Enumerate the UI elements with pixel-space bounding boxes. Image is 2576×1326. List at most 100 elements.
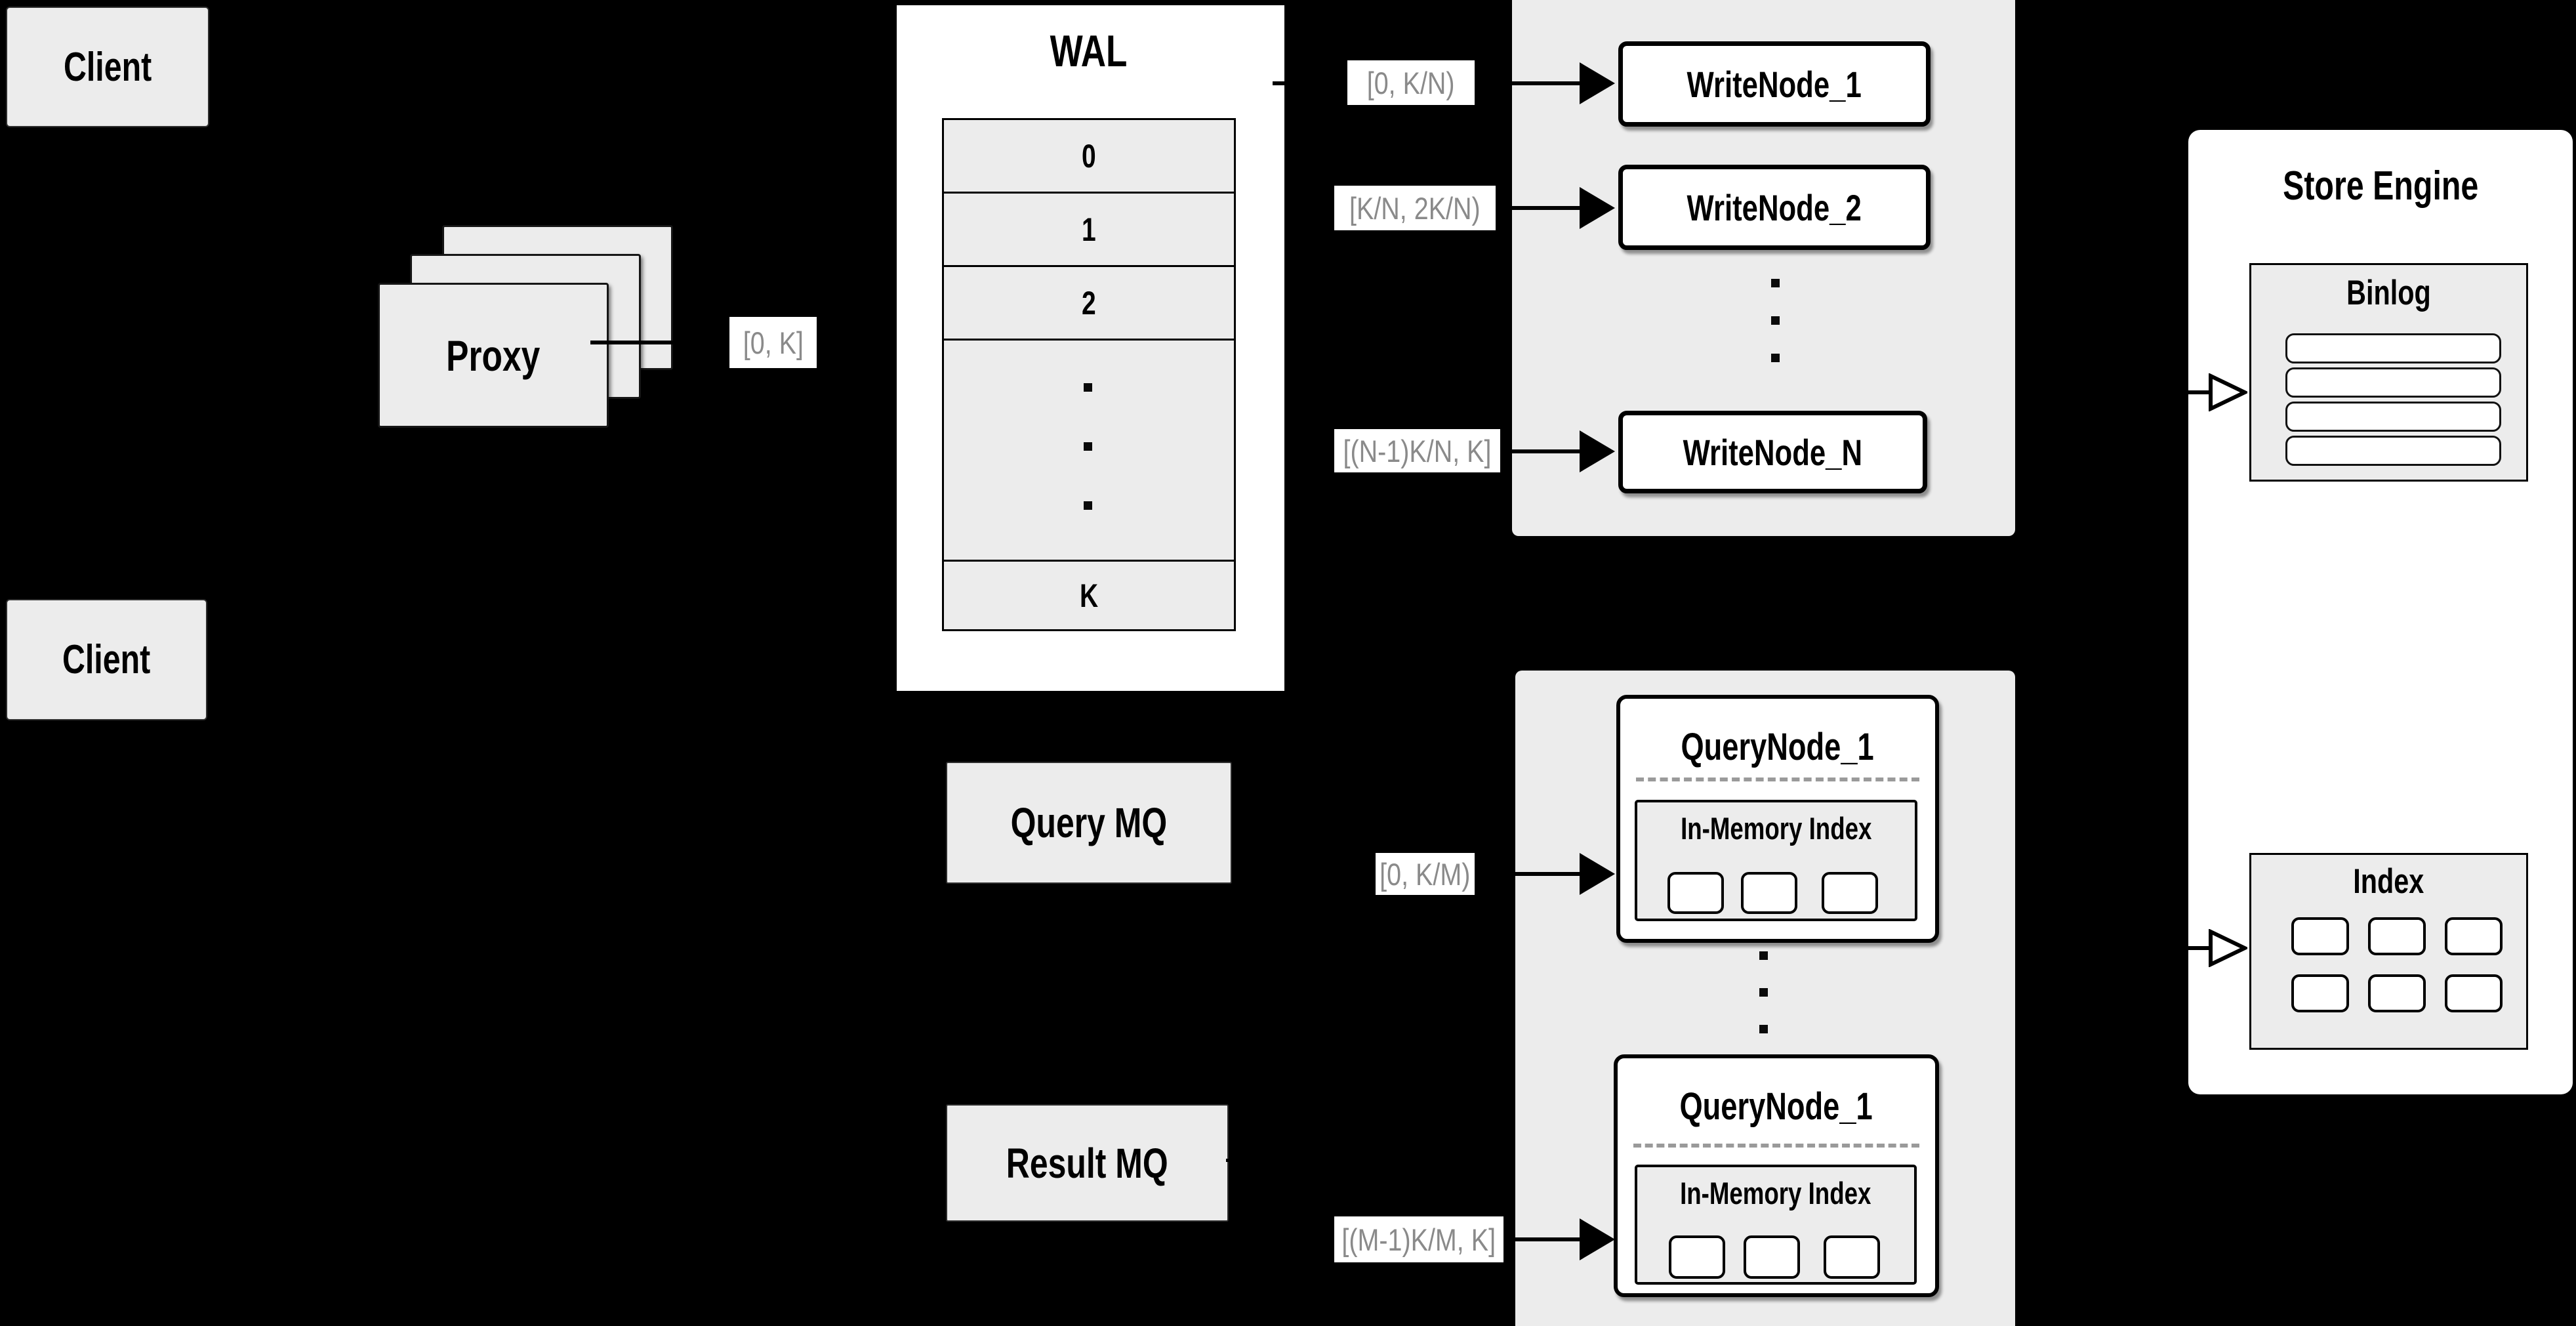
binlog-box: Binlog xyxy=(2249,263,2528,482)
querynode-top-title: QueryNode_1 xyxy=(1620,717,1935,776)
range-label-proxy-wal-text: [0, K] xyxy=(743,325,804,360)
index-chip xyxy=(2368,917,2426,955)
result-mq-arrow-stub xyxy=(1226,1159,1237,1162)
arrow-to-writenode-2-line xyxy=(1493,206,1582,210)
arrow-to-querynode-m-head xyxy=(1580,1218,1615,1260)
proxy-card-front: Proxy xyxy=(378,283,609,428)
arrow-to-binlog-head xyxy=(2209,373,2247,411)
wal-row-k-label: K xyxy=(1079,577,1099,614)
index-chip xyxy=(1824,1235,1880,1279)
result-mq-box: Result MQ xyxy=(946,1104,1229,1222)
query-mq-label: Query MQ xyxy=(1010,799,1168,846)
wal-row-0: 0 xyxy=(944,120,1234,194)
writenode-n-label: WriteNode_N xyxy=(1683,431,1863,473)
client-box-top: Client xyxy=(6,7,209,127)
store-engine-title: Store Engine xyxy=(2188,157,2573,214)
writenode-2-box: WriteNode_2 xyxy=(1618,165,1931,250)
in-memory-index-top-box: In-Memory Index xyxy=(1635,800,1917,921)
index-chip xyxy=(1822,872,1878,914)
binlog-row xyxy=(2285,367,2501,398)
wal-row-2: 2 xyxy=(944,267,1234,341)
in-memory-index-bottom-box: In-Memory Index xyxy=(1635,1165,1917,1285)
range-label-write-2: [K/N, 2K/N) xyxy=(1334,186,1496,230)
range-label-query-1-text: [0, K/M) xyxy=(1380,856,1471,892)
vertical-dots-icon xyxy=(1084,383,1092,392)
vertical-dots-icon xyxy=(1759,988,1768,997)
range-label-write-n-text: [(N-1)K/N, K] xyxy=(1343,433,1492,468)
querynode-bottom-title: QueryNode_1 xyxy=(1618,1077,1935,1136)
arrow-to-writenode-n-line xyxy=(1498,449,1582,453)
vertical-dots-icon xyxy=(1759,951,1768,960)
in-memory-index-top-title: In-Memory Index xyxy=(1637,808,1915,848)
wal-row-1: 1 xyxy=(944,194,1234,267)
index-title: Index xyxy=(2251,860,2526,902)
writenode-2-label: WriteNode_2 xyxy=(1687,186,1862,228)
store-engine-title-text: Store Engine xyxy=(2282,163,2479,209)
binlog-title: Binlog xyxy=(2251,272,2526,314)
index-chip xyxy=(2291,917,2349,955)
index-chip xyxy=(1669,1235,1725,1279)
writenode-1-box: WriteNode_1 xyxy=(1618,41,1931,127)
range-label-write-1-text: [0, K/N) xyxy=(1367,65,1455,100)
writenode-n-box: WriteNode_N xyxy=(1618,411,1927,493)
wal-row-0-label: 0 xyxy=(1082,137,1096,175)
binlog-row xyxy=(2285,402,2501,432)
index-chip xyxy=(2445,917,2503,955)
vertical-dots-icon xyxy=(1771,316,1780,325)
vertical-dots-icon xyxy=(1084,501,1092,510)
in-memory-index-bottom-title-text: In-Memory Index xyxy=(1680,1175,1871,1211)
query-mq-box: Query MQ xyxy=(946,762,1232,884)
arrow-to-querynode-1-head xyxy=(1580,853,1615,895)
arrow-to-index-line xyxy=(2152,946,2212,950)
arrow-to-binlog-line xyxy=(2152,390,2212,394)
binlog-title-text: Binlog xyxy=(2346,273,2431,312)
querynode-bottom-box: QueryNode_1 In-Memory Index xyxy=(1614,1054,1939,1297)
index-chip xyxy=(1741,872,1797,914)
wal-row-2-label: 2 xyxy=(1082,284,1096,321)
querynode-bottom-title-text: QueryNode_1 xyxy=(1679,1085,1873,1128)
index-chip xyxy=(1667,872,1724,914)
wal-row-ellipsis xyxy=(944,341,1234,562)
querynode-top-box: QueryNode_1 In-Memory Index xyxy=(1616,695,1939,943)
wal-title: WAL xyxy=(895,25,1282,77)
wal-segment-table: 0 1 2 K xyxy=(942,118,1236,631)
index-box: Index xyxy=(2249,853,2528,1050)
arrow-to-writenode-n-head xyxy=(1580,430,1615,472)
index-chip xyxy=(2291,974,2349,1012)
index-title-text: Index xyxy=(2353,861,2424,901)
range-label-query-1: [0, K/M) xyxy=(1376,853,1475,895)
range-label-write-1: [0, K/N) xyxy=(1347,60,1475,105)
result-mq-label: Result MQ xyxy=(1006,1139,1168,1187)
querynode-bottom-divider xyxy=(1633,1144,1919,1148)
querynode-top-title-text: QueryNode_1 xyxy=(1681,725,1875,768)
arrow-to-writenode-1-line xyxy=(1473,81,1582,85)
wal-title-text: WAL xyxy=(1050,26,1128,76)
in-memory-index-bottom-title: In-Memory Index xyxy=(1637,1172,1914,1213)
wal-row-k: K xyxy=(944,562,1234,629)
vertical-dots-icon xyxy=(1759,1025,1768,1033)
index-chip xyxy=(2368,974,2426,1012)
vertical-dots-icon xyxy=(1771,279,1780,287)
range-label-query-m: [(M-1)K/M, K] xyxy=(1334,1216,1503,1262)
in-memory-index-top-title-text: In-Memory Index xyxy=(1680,810,1872,846)
index-chip xyxy=(2445,974,2503,1012)
client-bottom-label: Client xyxy=(62,637,151,682)
arrow-to-index-head xyxy=(2209,929,2247,967)
querynode-top-divider xyxy=(1636,777,1919,781)
range-label-query-m-text: [(M-1)K/M, K] xyxy=(1341,1222,1496,1257)
range-label-proxy-wal: [0, K] xyxy=(729,317,817,368)
arrow-to-writenode-1-head xyxy=(1580,62,1615,104)
range-label-write-2-text: [K/N, 2K/N) xyxy=(1349,190,1481,226)
arrow-to-writenode-2-head xyxy=(1580,187,1615,229)
wal-outgoing-arrow-stub xyxy=(1273,81,1290,85)
proxy-label: Proxy xyxy=(446,331,541,380)
vertical-dots-icon xyxy=(1084,442,1092,451)
writenode-1-label: WriteNode_1 xyxy=(1687,63,1862,105)
vertical-dots-icon xyxy=(1771,354,1780,362)
binlog-row xyxy=(2285,333,2501,363)
client-box-bottom: Client xyxy=(6,599,207,720)
binlog-row xyxy=(2285,436,2501,466)
client-top-label: Client xyxy=(63,44,152,90)
range-label-write-n: [(N-1)K/N, K] xyxy=(1334,429,1500,472)
